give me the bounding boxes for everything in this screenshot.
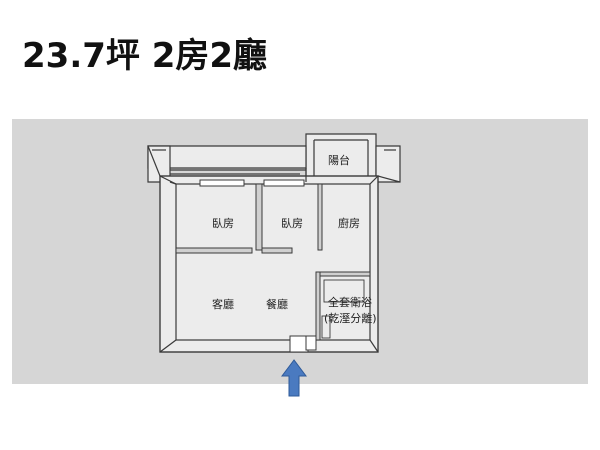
room-label-living-room: 客廳 bbox=[212, 298, 234, 311]
page-title: 23.7坪 2房2廳 bbox=[22, 36, 268, 76]
bathroom-fixture bbox=[321, 315, 331, 339]
room-label-bathroom: 全套衛浴 bbox=[328, 296, 372, 309]
room-label-bathroom-note: (乾溼分離) bbox=[324, 312, 377, 325]
partition-bedroom-divider bbox=[255, 183, 263, 251]
room-label-dining-room: 餐廳 bbox=[266, 298, 288, 311]
outer-wall-outline bbox=[159, 175, 379, 353]
window-bedroom-2 bbox=[263, 179, 305, 187]
partition-bedroom-bottom-left bbox=[175, 247, 253, 254]
partition-bathroom-left bbox=[315, 271, 321, 341]
bath-vent bbox=[305, 335, 317, 351]
room-label-balcony: 陽台 bbox=[328, 154, 350, 167]
arrow-up-icon bbox=[281, 359, 307, 397]
window-bedroom-1 bbox=[199, 179, 245, 187]
top-wall bbox=[147, 145, 307, 169]
partition-bathroom-top bbox=[315, 271, 371, 277]
room-label-bedroom-2: 臥房 bbox=[281, 217, 303, 230]
partition-bedroom-bottom-mid bbox=[261, 247, 293, 254]
partition-bedroom2-kitchen bbox=[317, 183, 323, 251]
room-label-kitchen: 廚房 bbox=[338, 217, 360, 230]
bathroom-shower bbox=[323, 279, 365, 303]
room-label-bedroom-1: 臥房 bbox=[212, 217, 234, 230]
entrance-door bbox=[289, 335, 309, 353]
